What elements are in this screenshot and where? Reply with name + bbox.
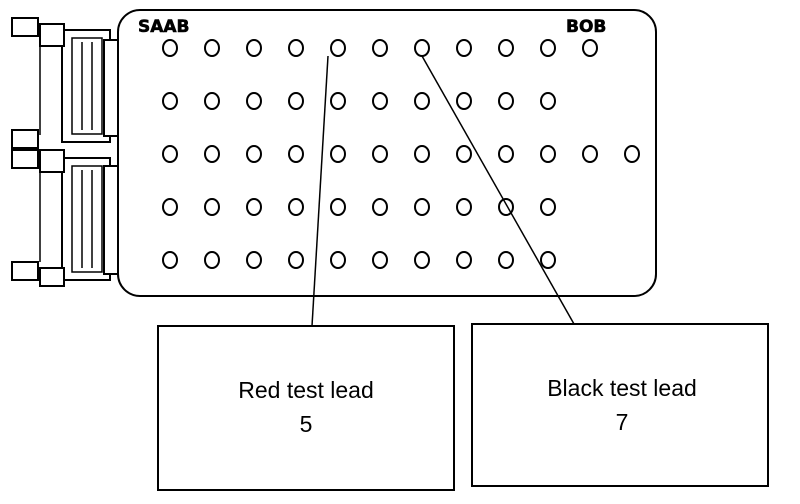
pin-socket [288, 92, 304, 110]
red-lead-wire [311, 55, 329, 327]
connector-cables [11, 17, 119, 287]
pin-socket [498, 251, 514, 269]
red-test-lead-pin: 5 [300, 411, 313, 437]
pin-socket [330, 92, 346, 110]
pin-socket [414, 39, 430, 57]
pin-socket [456, 92, 472, 110]
pin-socket [246, 92, 262, 110]
red-test-lead-box: Red test lead 5 [157, 325, 455, 491]
pin-socket [330, 39, 346, 57]
pin-socket [246, 198, 262, 216]
saab-logo: SAAB [138, 17, 190, 37]
pin-socket [414, 92, 430, 110]
pin-socket [204, 39, 220, 57]
pin-socket [204, 92, 220, 110]
red-test-lead-label: Red test lead [238, 377, 374, 403]
pin-socket [372, 251, 388, 269]
pin-socket [582, 145, 598, 163]
pin-socket [456, 145, 472, 163]
pin-socket [414, 198, 430, 216]
pin-socket [540, 92, 556, 110]
pin-socket [288, 198, 304, 216]
pin-socket [288, 39, 304, 57]
pin-socket [624, 145, 640, 163]
pin-socket [540, 145, 556, 163]
lead-wires [311, 55, 575, 327]
black-test-lead-box: Black test lead 7 [471, 323, 769, 487]
pin-socket [498, 39, 514, 57]
pin-socket [162, 251, 178, 269]
pin-socket [288, 145, 304, 163]
pin-socket [246, 251, 262, 269]
pin-grid [162, 39, 640, 269]
lower-connector [11, 149, 119, 287]
pin-socket [372, 145, 388, 163]
black-lead-wire [421, 55, 575, 325]
pin-socket [372, 198, 388, 216]
pin-socket [330, 251, 346, 269]
pin-socket [540, 39, 556, 57]
pin-socket [162, 198, 178, 216]
pin-socket [162, 39, 178, 57]
pin-socket [246, 145, 262, 163]
pin-socket [330, 198, 346, 216]
pin-socket [582, 39, 598, 57]
pin-socket [330, 145, 346, 163]
bob-label: BOB [566, 17, 606, 37]
pin-socket [456, 39, 472, 57]
pin-socket [456, 198, 472, 216]
pin-socket [498, 145, 514, 163]
pin-socket [414, 251, 430, 269]
black-test-lead-label: Black test lead [547, 375, 697, 401]
upper-connector [11, 17, 119, 149]
pin-socket [246, 39, 262, 57]
pin-socket [204, 198, 220, 216]
pin-socket [372, 39, 388, 57]
pin-socket [540, 251, 556, 269]
black-test-lead-pin: 7 [616, 409, 629, 435]
pin-socket [204, 251, 220, 269]
pin-socket [540, 198, 556, 216]
pin-socket [204, 145, 220, 163]
pin-socket [162, 145, 178, 163]
pin-socket [498, 92, 514, 110]
pin-socket [288, 251, 304, 269]
pin-socket [414, 145, 430, 163]
pin-socket [456, 251, 472, 269]
pin-socket [162, 92, 178, 110]
pin-socket [372, 92, 388, 110]
